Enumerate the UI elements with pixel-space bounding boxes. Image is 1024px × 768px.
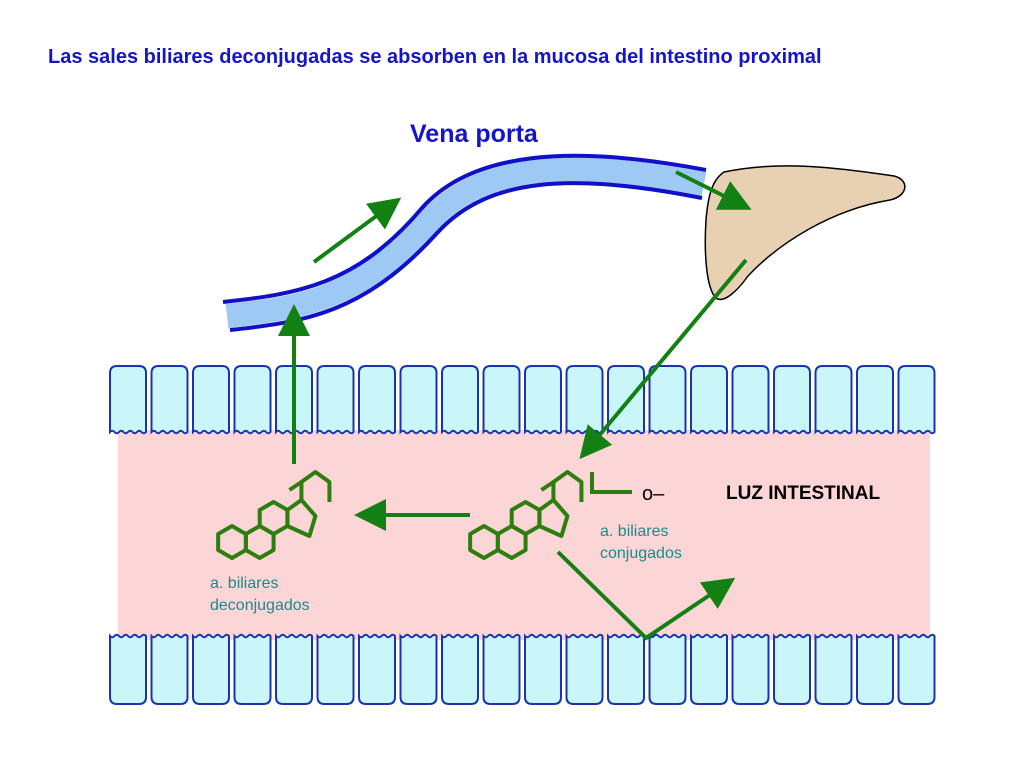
epithelial-cell bbox=[192, 365, 230, 435]
flow-arrow-recycle bbox=[556, 550, 736, 641]
liver-icon bbox=[704, 165, 906, 301]
carboxylate-label: o– bbox=[642, 483, 665, 505]
epithelial-cell bbox=[648, 633, 687, 705]
epithelial-cell bbox=[648, 365, 687, 435]
upper-epithelium bbox=[109, 365, 936, 435]
methyl-branch bbox=[540, 480, 555, 492]
epithelial-cell bbox=[607, 365, 645, 435]
epithelial-cell bbox=[399, 365, 438, 435]
steroid-side-chain bbox=[551, 470, 584, 502]
epithelial-cell bbox=[856, 633, 894, 705]
flow-arrow-to-liver bbox=[675, 170, 752, 210]
steroid-ring-five bbox=[537, 498, 570, 538]
epithelial-cell bbox=[607, 633, 645, 705]
steroid-ring-five bbox=[285, 498, 318, 538]
epithelial-cell bbox=[275, 633, 313, 705]
epithelial-cell bbox=[565, 633, 604, 705]
epithelial-cell bbox=[773, 633, 811, 705]
deconjugados-label-line2: deconjugados bbox=[210, 597, 310, 614]
epithelial-cell bbox=[441, 633, 479, 705]
methyl-branch bbox=[288, 480, 303, 492]
epithelial-cell bbox=[897, 365, 936, 435]
epithelial-cell bbox=[856, 365, 894, 435]
epithelial-cell bbox=[316, 365, 355, 435]
epithelial-cell bbox=[150, 633, 189, 705]
epithelial-cell bbox=[690, 633, 728, 705]
epithelial-cell bbox=[358, 365, 396, 435]
epithelial-cell bbox=[773, 365, 811, 435]
epithelial-cell bbox=[399, 633, 438, 705]
epithelial-cell bbox=[441, 365, 479, 435]
epithelial-cell bbox=[897, 633, 936, 705]
conjugados-label-line1: a. biliares bbox=[600, 523, 668, 540]
epithelial-cell bbox=[565, 365, 604, 435]
epithelial-cell bbox=[192, 633, 230, 705]
epithelial-cell bbox=[524, 365, 562, 435]
epithelial-cell bbox=[690, 365, 728, 435]
epithelial-cell bbox=[109, 633, 147, 705]
flow-arrow-liver-to-lumen bbox=[579, 258, 748, 460]
epithelial-cell bbox=[109, 365, 147, 435]
flow-arrow-to-vein bbox=[312, 197, 402, 264]
epithelial-cell bbox=[482, 633, 521, 705]
deconjugados-label-line1: a. biliares bbox=[210, 575, 278, 592]
deconjugated-bile-acid-molecule bbox=[216, 470, 332, 560]
epithelial-cell bbox=[233, 365, 272, 435]
epithelial-cell bbox=[358, 633, 396, 705]
epithelial-cell bbox=[150, 365, 189, 435]
epithelial-cell bbox=[524, 633, 562, 705]
lower-epithelium bbox=[109, 633, 936, 705]
luz-intestinal-label: LUZ INTESTINAL bbox=[726, 483, 880, 504]
epithelial-cell bbox=[731, 633, 770, 705]
epithelial-cell bbox=[482, 365, 521, 435]
steroid-side-chain bbox=[299, 470, 332, 502]
conjugados-label-line2: conjugados bbox=[600, 545, 682, 562]
epithelial-cell bbox=[731, 365, 770, 435]
epithelial-cell bbox=[233, 633, 272, 705]
epithelial-cell bbox=[814, 365, 853, 435]
epithelial-cell bbox=[316, 633, 355, 705]
vena-porta-label: Vena porta bbox=[410, 120, 539, 148]
portal-vein-icon bbox=[222, 153, 707, 332]
epithelial-cell bbox=[814, 633, 853, 705]
conjugated-bile-acid-molecule bbox=[468, 470, 584, 560]
slide-title: Las sales biliares deconjugadas se absor… bbox=[48, 46, 822, 68]
conjugate-side-chain bbox=[590, 472, 632, 494]
